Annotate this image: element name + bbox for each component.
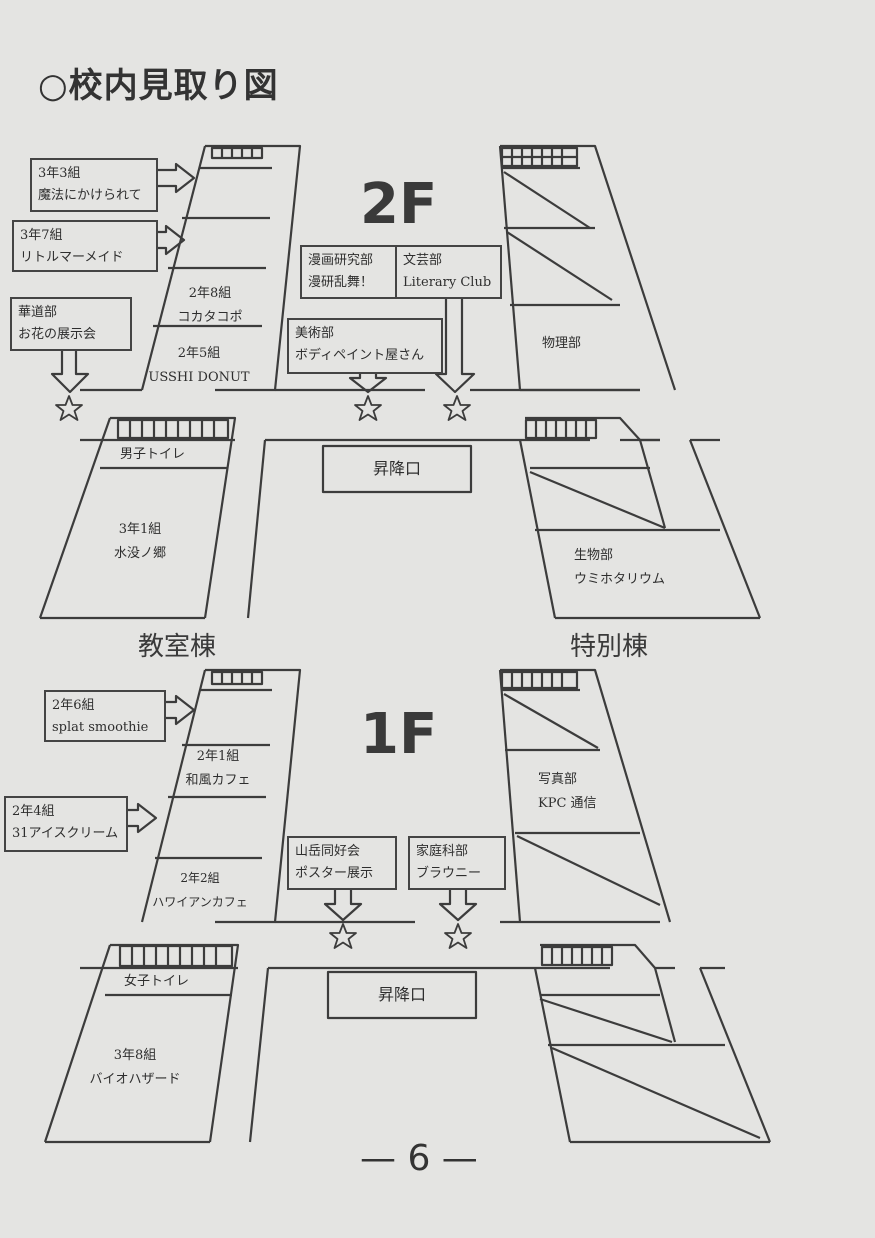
star-icon bbox=[329, 923, 357, 949]
room-2-1[interactable]: 2年1組 和風カフェ bbox=[185, 749, 251, 788]
room-photo[interactable]: 写真部 KPC 通信 bbox=[538, 772, 597, 811]
room-2-2[interactable]: 2年2組 ハワイアンカフェ bbox=[152, 871, 248, 909]
room-biology[interactable]: 生物部 ウミホタリウム bbox=[574, 548, 666, 587]
floor-label-2f: 2F bbox=[360, 172, 438, 237]
star-icon bbox=[354, 395, 382, 421]
room-boys-toilet[interactable]: 男子トイレ bbox=[120, 447, 186, 462]
room-2-8[interactable]: 2年8組 コカタコポ bbox=[177, 286, 243, 325]
page-title: ○校内見取り図 bbox=[38, 66, 279, 106]
f2-stairs-box bbox=[321, 444, 473, 494]
callout-sangaku[interactable]: 山岳同好会 ポスター展示 bbox=[287, 836, 397, 890]
f1-special-wing bbox=[498, 668, 672, 923]
f2-stairs-label: 昇降口 bbox=[372, 459, 421, 478]
callout-manga-bungei[interactable]: 漫画研究部 漫研乱舞！ 文芸部 Literary Club bbox=[300, 245, 502, 299]
room-physics[interactable]: 物理部 bbox=[542, 336, 582, 351]
star-icon bbox=[444, 923, 472, 949]
f2-lower-classroom-block bbox=[38, 416, 520, 620]
f2-special-lower-block bbox=[518, 416, 762, 620]
callout-arrows bbox=[50, 162, 478, 922]
f1-lower-classroom-block bbox=[43, 943, 535, 1144]
f1-stairs-label: 昇降口 bbox=[377, 985, 426, 1004]
building-label-special: 特別棟 bbox=[570, 632, 649, 662]
callout-kado[interactable]: 華道部 お花の展示会 bbox=[10, 297, 132, 351]
room-3-8[interactable]: 3年8組 バイオハザード bbox=[89, 1048, 181, 1087]
callout-bijutsu[interactable]: 美術部 ボディペイント屋さん bbox=[287, 318, 443, 374]
callout-bungei[interactable]: 文芸部 Literary Club bbox=[403, 253, 492, 290]
room-girls-toilet[interactable]: 女子トイレ bbox=[124, 974, 190, 989]
f1-classroom-wing bbox=[140, 668, 660, 924]
star-icon bbox=[55, 395, 83, 421]
callout-2-4[interactable]: 2年4組 31アイスクリーム bbox=[4, 796, 128, 852]
room-2-5[interactable]: 2年5組 USSHI DONUT bbox=[148, 346, 250, 385]
page-number: — 6 — bbox=[360, 1138, 478, 1179]
f2-special-wing bbox=[498, 144, 677, 392]
callout-manga[interactable]: 漫画研究部 漫研乱舞！ bbox=[302, 247, 397, 297]
building-label-classroom: 教室棟 bbox=[138, 632, 217, 662]
callout-3-3[interactable]: 3年3組 魔法にかけられて bbox=[30, 158, 158, 212]
f1-special-lower-block bbox=[533, 943, 772, 1144]
f1-stairs-box bbox=[326, 970, 478, 1020]
callout-2-6[interactable]: 2年6組 splat smoothie bbox=[44, 690, 166, 742]
callout-3-7[interactable]: 3年7組 リトルマーメイド bbox=[12, 220, 158, 272]
star-markers bbox=[55, 395, 472, 949]
callout-katei[interactable]: 家庭科部 ブラウニー bbox=[408, 836, 506, 890]
floor-label-1f: 1F bbox=[360, 702, 438, 767]
star-icon bbox=[443, 395, 471, 421]
room-3-1[interactable]: 3年1組 水没ノ郷 bbox=[113, 522, 166, 561]
